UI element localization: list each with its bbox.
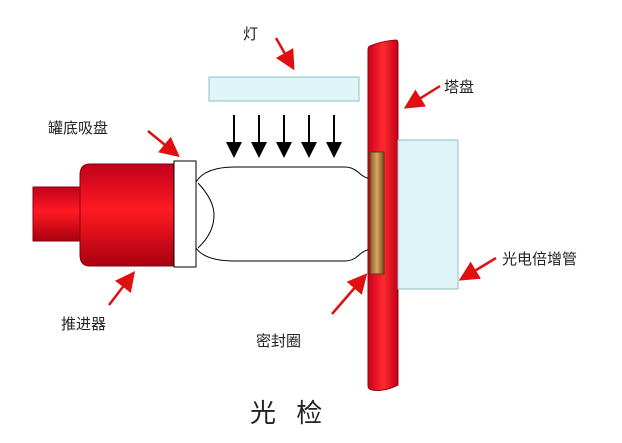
lamp-panel bbox=[208, 76, 360, 102]
pusher-shaft bbox=[32, 186, 86, 242]
tank-suction-cup-label: 罐底吸盘 bbox=[48, 119, 109, 137]
bottle-inner-curve bbox=[197, 182, 215, 249]
lamp-label: 灯 bbox=[243, 25, 259, 43]
diagram-title: 光 检 bbox=[250, 399, 329, 429]
seal-ring bbox=[369, 151, 385, 275]
bottle-tube bbox=[195, 166, 372, 262]
seal-ring-pointer-arrow bbox=[331, 273, 368, 315]
light-rays bbox=[226, 115, 342, 158]
photomultiplier-label: 光电倍增管 bbox=[502, 250, 578, 268]
tower-disc-label: 塔盘 bbox=[444, 78, 475, 96]
seal-ring-label: 密封圈 bbox=[256, 332, 302, 350]
lamp-pointer-arrow bbox=[274, 37, 295, 71]
pusher-body bbox=[79, 163, 175, 267]
tower-disc-pointer-arrow bbox=[403, 84, 441, 109]
photomultiplier-pointer-arrow bbox=[458, 256, 497, 281]
pusher-pointer-arrow bbox=[108, 271, 136, 306]
suction-cup-pointer-arrow bbox=[147, 130, 180, 158]
pusher-label: 推进器 bbox=[61, 315, 107, 333]
suction-cup bbox=[173, 160, 197, 268]
photomultiplier-panel bbox=[397, 139, 459, 290]
